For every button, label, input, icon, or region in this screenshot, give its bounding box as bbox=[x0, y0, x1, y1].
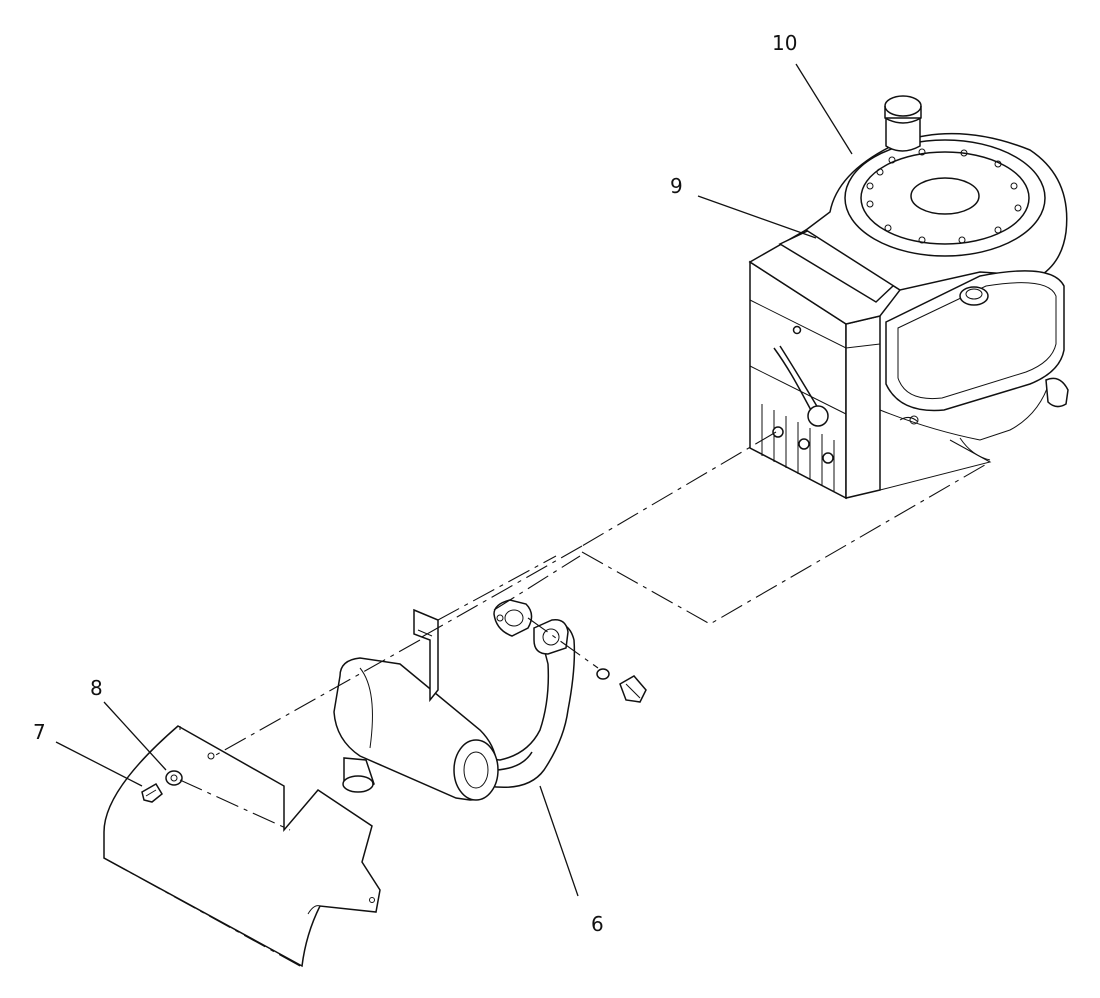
flywheel-screen-holes bbox=[866, 148, 1022, 244]
air-cleaner-cover bbox=[885, 270, 1065, 412]
cooling-fins bbox=[761, 404, 835, 492]
leader-6 bbox=[539, 785, 579, 897]
exhaust-gasket bbox=[493, 599, 533, 637]
callout-8: 8 bbox=[90, 676, 103, 700]
callout-10: 10 bbox=[772, 31, 797, 55]
callout-6: 6 bbox=[591, 912, 604, 936]
heat-shield bbox=[103, 725, 381, 968]
engine bbox=[748, 95, 1069, 500]
muffler bbox=[333, 608, 499, 801]
exhaust-bolt bbox=[596, 668, 647, 703]
callout-9: 9 bbox=[670, 174, 683, 198]
mounting-bolts bbox=[772, 325, 834, 464]
heat-shield-washer bbox=[165, 770, 183, 786]
assembly-lines bbox=[103, 431, 991, 967]
leader-9 bbox=[697, 195, 817, 239]
callout-7: 7 bbox=[33, 720, 46, 744]
heat-shield-screw bbox=[141, 782, 163, 803]
leader-lines bbox=[55, 63, 853, 897]
leader-8 bbox=[103, 701, 167, 771]
leader-10 bbox=[795, 63, 853, 155]
leader-7 bbox=[55, 741, 143, 787]
